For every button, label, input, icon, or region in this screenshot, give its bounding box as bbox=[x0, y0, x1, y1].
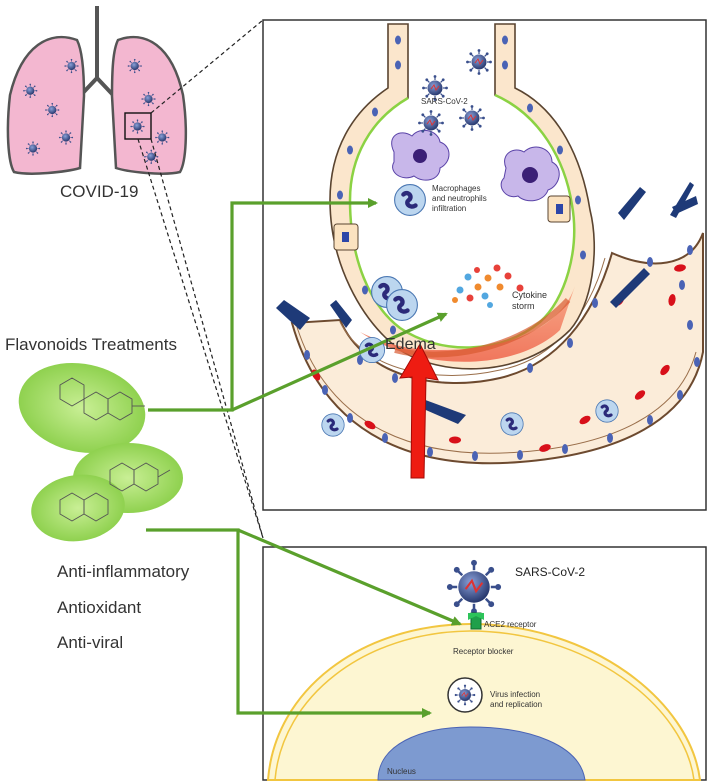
effect-antioxidant: Antioxidant bbox=[57, 598, 142, 617]
effect-anti-inflammatory: Anti-inflammatory bbox=[57, 562, 190, 581]
alveolus-panel bbox=[262, 19, 707, 511]
cytokine-label-2: storm bbox=[512, 301, 535, 311]
flavonoids-label: Flavonoids Treatments bbox=[5, 335, 177, 354]
virus-infection-label-2: and replication bbox=[490, 700, 543, 709]
sars-label-top: SARS-CoV-2 bbox=[421, 97, 468, 106]
sars-label-bottom: SARS-CoV-2 bbox=[515, 565, 586, 579]
covid-label: COVID-19 bbox=[60, 182, 139, 201]
edema-label: Edema bbox=[385, 336, 436, 353]
lungs-illustration bbox=[6, 6, 188, 175]
edema-red-arrow bbox=[399, 342, 439, 479]
macrophages-label-3: infiltration bbox=[432, 204, 467, 213]
virus-infection-label-1: Virus infection bbox=[490, 690, 541, 699]
treatment-arrows bbox=[146, 198, 462, 718]
macrophages-label-2: and neutrophils bbox=[432, 194, 487, 203]
macrophage-cells bbox=[391, 129, 560, 202]
macrophages-label-1: Macrophages bbox=[432, 184, 481, 193]
effect-anti-viral: Anti-viral bbox=[57, 633, 124, 652]
receptor-blocker-label: Receptor blocker bbox=[453, 647, 514, 656]
flavonoid-molecules bbox=[18, 362, 183, 542]
cytokine-dots bbox=[452, 264, 524, 308]
cytokine-label-1: Cytokine bbox=[512, 290, 548, 300]
cell-panel bbox=[262, 546, 707, 781]
zoom-lines bbox=[137, 19, 264, 539]
nucleus-label: Nucleus bbox=[387, 767, 416, 776]
ace2-label: ACE2 receptor bbox=[484, 620, 537, 629]
